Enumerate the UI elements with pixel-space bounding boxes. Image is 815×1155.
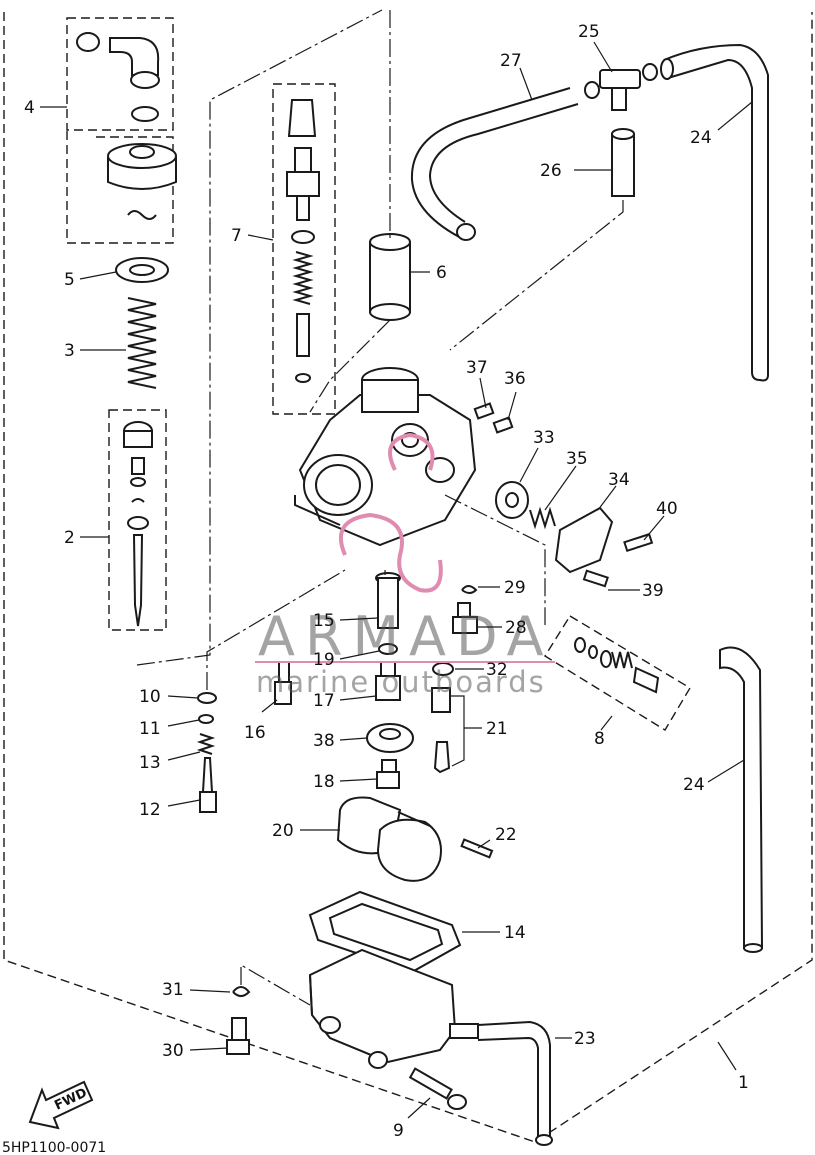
guide-line-left-parts xyxy=(206,569,346,690)
callout-12: 12 xyxy=(139,800,161,820)
callout-17: 17 xyxy=(313,691,335,711)
callout-2: 2 xyxy=(64,528,75,548)
callout-25: 25 xyxy=(578,22,600,42)
group-4-box-upper xyxy=(66,17,174,131)
callout-4: 4 xyxy=(24,98,35,118)
callout-38: 38 xyxy=(313,731,335,751)
long-hose-part-24-top xyxy=(660,43,769,382)
callout-33: 33 xyxy=(533,428,555,448)
pump-spring-part-35 xyxy=(529,506,556,530)
throttle-spring-part-3 xyxy=(127,297,157,389)
washer-part-38 xyxy=(366,723,414,753)
elbow-fitting-part xyxy=(76,32,160,122)
watermark-tagline: marine outboards xyxy=(256,665,546,699)
callout-18: 18 xyxy=(313,772,335,792)
callout-40: 40 xyxy=(656,499,678,519)
callout-19: 19 xyxy=(313,650,335,670)
callout-9: 9 xyxy=(393,1121,404,1141)
hose-piece-part-26 xyxy=(611,128,635,197)
callout-20: 20 xyxy=(272,821,294,841)
fwd-arrow-icon: FWD xyxy=(28,1080,94,1130)
clip-part-31 xyxy=(232,986,251,997)
group-8-box xyxy=(544,615,691,731)
drain-screw-part-9 xyxy=(408,1067,467,1110)
needle-jet-part-17 xyxy=(375,661,401,701)
fuel-hose-part-27 xyxy=(410,87,579,241)
callout-32: 32 xyxy=(486,660,508,680)
guide-line-26 xyxy=(449,200,624,351)
main-jet-part-18 xyxy=(376,759,400,789)
sleeve-part-6 xyxy=(369,233,411,321)
watermark-brand: ARMADA xyxy=(258,605,554,668)
plug-part-28 xyxy=(452,602,478,634)
callout-37: 37 xyxy=(466,358,488,378)
callout-3: 3 xyxy=(64,341,75,361)
pilot-assembly-part-7 xyxy=(286,99,320,383)
guide-line-needle xyxy=(136,9,383,666)
callout-6: 6 xyxy=(436,263,447,283)
callout-16: 16 xyxy=(244,723,266,743)
group-2-box xyxy=(108,409,167,631)
callout-30: 30 xyxy=(162,1041,184,1061)
assembly-boundary xyxy=(3,12,813,1143)
guide-line-bowl xyxy=(240,963,311,1006)
tee-fitting-part-25 xyxy=(584,63,658,111)
carburetor-body xyxy=(294,367,477,547)
callout-26: 26 xyxy=(540,161,562,181)
pump-cover-part-34 xyxy=(554,506,614,574)
spring-part-13 xyxy=(196,733,216,755)
callout-24-top: 24 xyxy=(690,128,712,148)
callout-10: 10 xyxy=(139,687,161,707)
callouts: 4 5 3 2 7 6 27 25 26 24 37 36 33 35 34 4… xyxy=(24,22,753,1141)
callout-13: 13 xyxy=(139,753,161,773)
main-nozzle-part-15 xyxy=(375,572,401,629)
callout-14: 14 xyxy=(504,923,526,943)
group-7-box xyxy=(272,83,336,415)
callout-39: 39 xyxy=(642,581,664,601)
screw-part-40 xyxy=(623,532,654,553)
screw-part-39 xyxy=(582,569,609,588)
guide-line-pump xyxy=(444,494,546,625)
callout-23: 23 xyxy=(574,1029,596,1049)
callout-21: 21 xyxy=(486,719,508,739)
drain-hose-part-23 xyxy=(449,1020,553,1146)
armada-watermark: ARMADA marine outboards xyxy=(255,432,555,699)
pilot-screw-part-12 xyxy=(199,757,217,813)
needle-valve-part-21 xyxy=(431,687,451,774)
screw-part-37 xyxy=(473,402,495,420)
long-hose-part-24-bottom xyxy=(719,646,764,953)
bowl-screw-part-30 xyxy=(226,1017,250,1055)
callout-27: 27 xyxy=(500,51,522,71)
mixing-chamber-cap-part xyxy=(107,143,177,220)
callout-28: 28 xyxy=(505,618,527,638)
float-bowl-part xyxy=(308,948,457,1069)
diagram-code: 5HP1100-0071 xyxy=(2,1140,106,1155)
guide-line-body xyxy=(309,319,391,413)
float-part-20 xyxy=(336,796,442,882)
callout-15: 15 xyxy=(313,611,335,631)
group-4-box-lower xyxy=(66,130,174,244)
clip-part-29 xyxy=(461,585,478,594)
callout-36: 36 xyxy=(504,369,526,389)
callout-11: 11 xyxy=(139,719,161,739)
callout-31: 31 xyxy=(162,980,184,1000)
jet-needle-part-2 xyxy=(123,421,153,627)
screw-part-36 xyxy=(492,416,514,434)
callout-1: 1 xyxy=(738,1073,749,1093)
idle-screw-part-8 xyxy=(574,637,660,694)
o-ring-part-19 xyxy=(378,643,398,655)
callout-7: 7 xyxy=(231,226,242,246)
callout-8: 8 xyxy=(594,729,605,749)
float-pin-part-22 xyxy=(460,838,494,859)
callout-22: 22 xyxy=(495,825,517,845)
o-ring-part-10 xyxy=(197,692,217,704)
callout-35: 35 xyxy=(566,449,588,469)
callout-34: 34 xyxy=(608,470,630,490)
washer-part-11 xyxy=(198,714,214,724)
callout-29: 29 xyxy=(504,578,526,598)
gasket-part-14 xyxy=(308,890,462,974)
callout-5: 5 xyxy=(64,270,75,290)
callout-24-bottom: 24 xyxy=(683,775,705,795)
